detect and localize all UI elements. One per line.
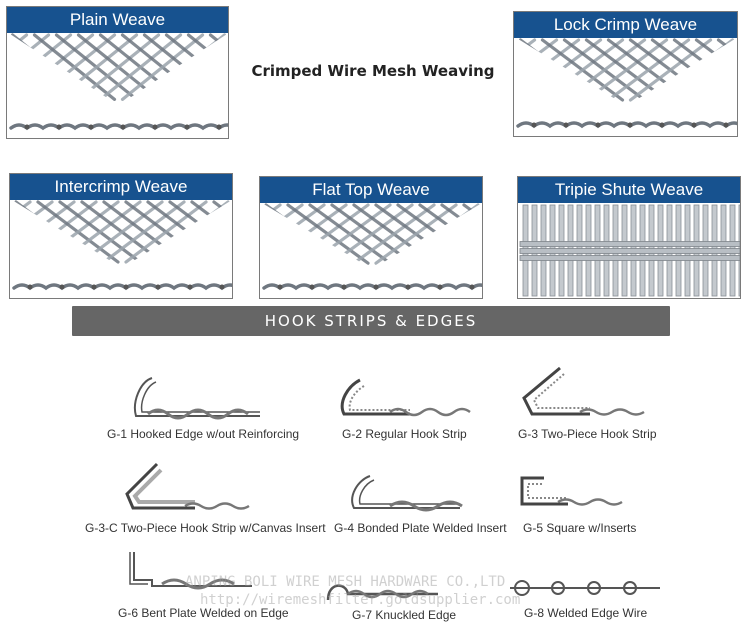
hook-g6: G-6 Bent Plate Welded on Edge	[112, 548, 292, 624]
hook-g4: G-4 Bonded Plate Welded Insert	[330, 470, 510, 538]
hook-g2-drawing	[340, 378, 471, 417]
flat-top-weave-title: Flat Top Weave	[260, 177, 482, 203]
page-title: Crimped Wire Mesh Weaving	[251, 62, 495, 80]
hook-g6-label: G-6 Bent Plate Welded on Edge	[118, 606, 289, 620]
hook-g4-label: G-4 Bonded Plate Welded Insert	[334, 521, 507, 535]
flat-top-weave-illustration	[260, 203, 482, 291]
hook-g4-drawing	[351, 475, 463, 512]
hook-g8: G-8 Welded Edge Wire	[500, 566, 670, 626]
intercrimp-weave-illustration	[10, 200, 232, 291]
hook-g5: G-5 Square w/Inserts	[508, 470, 668, 538]
hook-g7-label: G-7 Knuckled Edge	[352, 608, 457, 622]
hook-strips-banner-text: HOOK STRIPS & EDGES	[264, 312, 478, 330]
watermark-company: ANPING BOLI WIRE MESH HARDWARE CO.,LTD	[185, 574, 506, 590]
hook-g2-label: G-2 Regular Hook Strip	[342, 427, 467, 441]
hook-g3c-drawing	[125, 462, 250, 510]
hook-strips-banner: HOOK STRIPS & EDGES	[72, 306, 670, 336]
intercrimp-weave-panel: Intercrimp Weave	[9, 173, 233, 299]
intercrimp-weave-title: Intercrimp Weave	[10, 174, 232, 200]
triple-shute-weave-illustration	[519, 204, 740, 297]
hook-g3: G-3 Two-Piece Hook Strip	[510, 362, 670, 452]
hook-g7: G-7 Knuckled Edge	[318, 570, 468, 626]
plain-weave-title: Plain Weave	[7, 7, 228, 33]
hook-g3-label: G-3 Two-Piece Hook Strip	[518, 427, 657, 441]
hook-g1-label: G-1 Hooked Edge w/out Reinforcing	[107, 427, 300, 441]
hook-g6-drawing	[129, 552, 252, 590]
triple-shute-weave-panel: Tripie Shute Weave	[517, 176, 741, 299]
watermark-url: http://wiremeshfilter.goldsupplier.com	[200, 592, 521, 608]
hook-g3-drawing	[522, 366, 645, 416]
hook-g5-label: G-5 Square w/Inserts	[523, 521, 637, 535]
plain-weave-illustration	[7, 33, 228, 131]
triple-shute-weave-title: Tripie Shute Weave	[518, 177, 740, 203]
hook-g1: G-1 Hooked Edge w/out Reinforcing	[100, 372, 300, 452]
hook-g2: G-2 Regular Hook Strip	[330, 372, 490, 452]
hook-g3c: G-3-C Two-Piece Hook Strip w/Canvas Inse…	[85, 458, 326, 538]
lock-crimp-weave-title: Lock Crimp Weave	[514, 12, 737, 38]
plain-weave-panel: Plain Weave	[6, 6, 229, 139]
hook-g5-drawing	[520, 476, 623, 506]
hook-g8-label: G-8 Welded Edge Wire	[524, 606, 648, 620]
lock-crimp-weave-panel: Lock Crimp Weave	[513, 11, 738, 137]
hook-g3c-label: G-3-C Two-Piece Hook Strip w/Canvas Inse…	[85, 521, 326, 535]
hook-g7-drawing	[326, 584, 438, 601]
hook-g1-drawing	[134, 377, 260, 420]
hook-g8-drawing	[510, 580, 660, 596]
flat-top-weave-panel: Flat Top Weave	[259, 176, 483, 299]
lock-crimp-weave-illustration	[514, 38, 737, 129]
